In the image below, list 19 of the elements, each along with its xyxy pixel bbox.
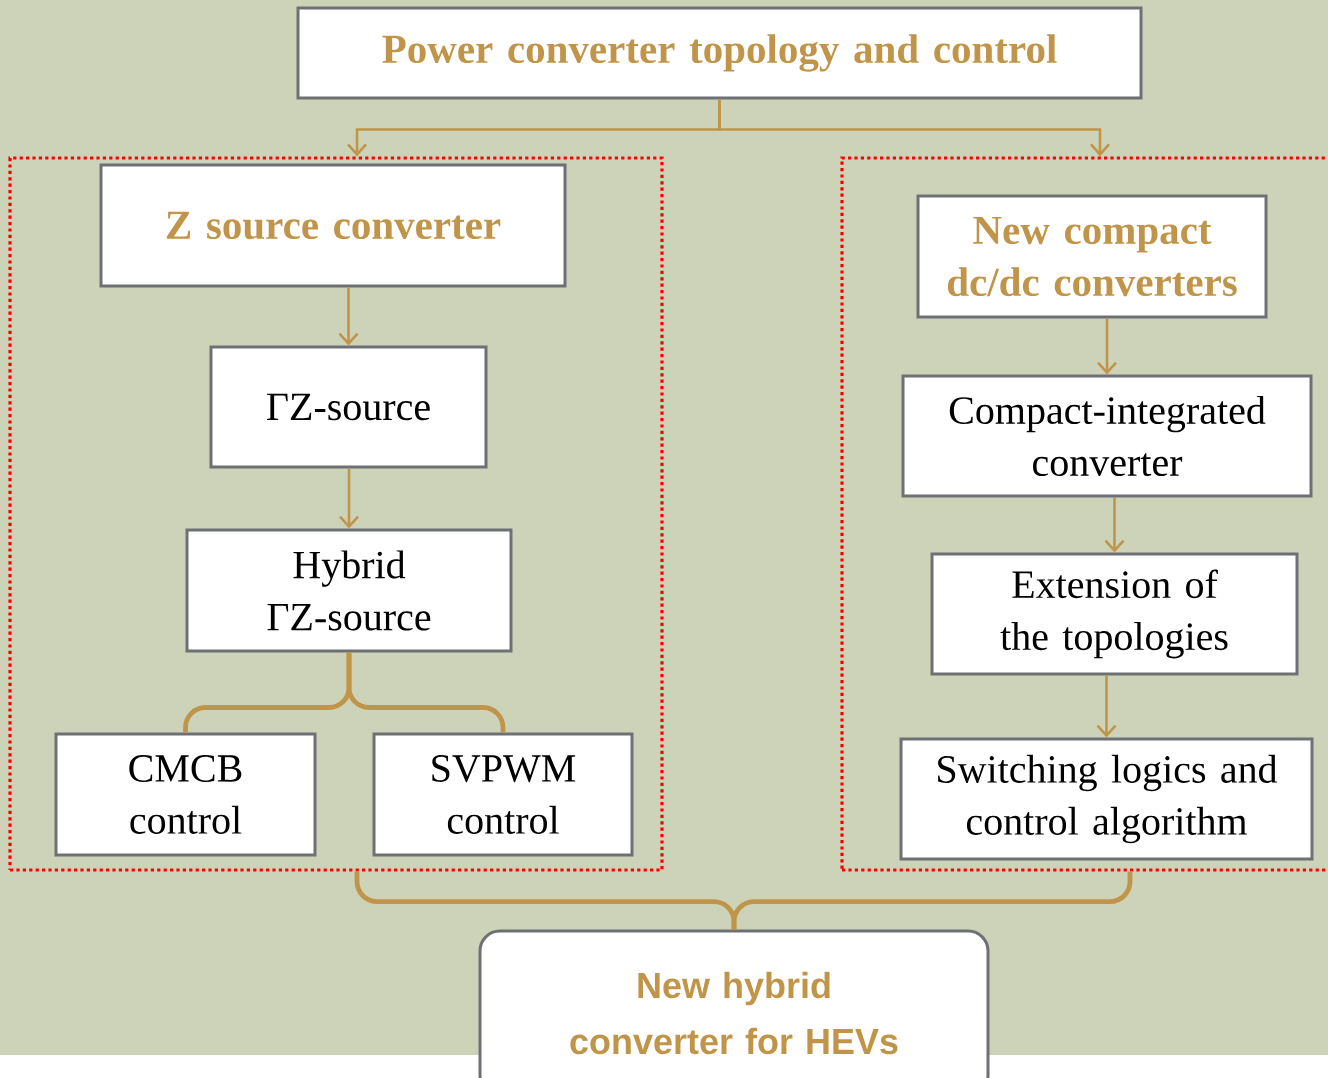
arrow (718, 99, 1110, 157)
process-box: Hybrid ΓZ-source (185, 528, 513, 653)
arrow (1104, 497, 1125, 553)
arrow (339, 468, 359, 529)
process-box: SVPWM control (372, 732, 634, 857)
heading-box: Z source converter (99, 163, 567, 288)
heading-box: Power converter topology and control (296, 6, 1143, 100)
process-box: Compact-integrated converter (901, 374, 1313, 498)
process-box: CMCB control (54, 732, 317, 857)
process-box: ΓZ-source (209, 345, 488, 469)
process-box: Switching logics and control algorithm (899, 737, 1314, 861)
dotted-region (840, 156, 1328, 872)
dotted-region (8, 156, 664, 872)
process-box: Extension of the topologies (930, 552, 1299, 676)
arrow (1097, 318, 1117, 375)
result-box: New hybrid converter for HEVs (478, 929, 990, 1078)
heading-box: New compact dc/dc converters (916, 194, 1268, 319)
arrow (338, 287, 359, 346)
arrow (1096, 675, 1117, 738)
